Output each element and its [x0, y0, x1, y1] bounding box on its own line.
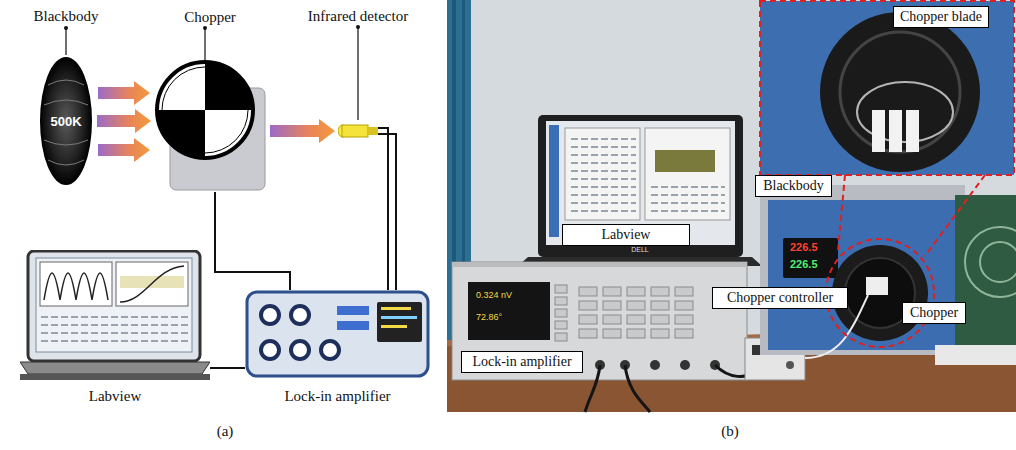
- lockin-symbol: [245, 290, 430, 378]
- signal-wire: [210, 368, 245, 369]
- photo-tag: Chopper blade: [893, 6, 989, 28]
- part-label: Lock-in amplifier: [284, 387, 390, 405]
- signal-wire: [378, 128, 396, 290]
- display-reading: 0.324 nV: [476, 290, 512, 301]
- photo-tag: Chopper controller: [712, 287, 848, 309]
- photo-tag: Blackbody: [755, 175, 832, 197]
- brand-text: DELL: [631, 246, 649, 254]
- laptop-node: Labview: [20, 250, 210, 385]
- laptop-symbol: [20, 250, 210, 385]
- tag-text: Blackbody: [762, 177, 825, 195]
- display-reading: 226.5: [790, 258, 818, 271]
- part-label: Blackbody: [34, 7, 99, 25]
- lockin-node: Lock-in amplifier: [245, 290, 430, 378]
- temperature-label: 500K: [50, 114, 81, 129]
- display-reading: 226.5: [790, 241, 818, 254]
- tag-text: Chopper: [909, 304, 959, 322]
- photo-tag: Lock-in amplifier: [461, 351, 583, 373]
- chopper-wheel: [153, 58, 267, 192]
- radiation-arrow: [270, 119, 335, 143]
- radiation-arrow: [97, 109, 151, 133]
- radiation-arrow-shape: [97, 109, 151, 133]
- part-label: Labview: [89, 387, 141, 405]
- detector-symbol: [338, 122, 378, 140]
- leader-dots: [64, 25, 360, 30]
- wire-path: [210, 367, 245, 369]
- chopper-node: Chopper: [153, 58, 267, 192]
- panel-label: (a): [217, 422, 234, 440]
- panel-label: (b): [721, 422, 739, 440]
- tag-text: Lock-in amplifier: [468, 353, 576, 371]
- photo-tag: Labview: [562, 224, 690, 246]
- photo: [447, 0, 1016, 412]
- tag-text: Chopper controller: [719, 289, 841, 307]
- radiation-arrow-shape: [270, 119, 335, 143]
- signal-wire: [215, 192, 290, 290]
- detector-node: Infrared detector: [338, 122, 378, 140]
- radiation-arrows: [98, 81, 150, 162]
- part-label: Infrared detector: [308, 7, 408, 25]
- part-label: Chopper: [184, 8, 236, 26]
- wire-path: [378, 128, 396, 290]
- blackbody-node: Blackbody500K: [38, 55, 94, 187]
- tag-text: Chopper blade: [900, 8, 982, 26]
- tag-text: Labview: [569, 226, 683, 244]
- display-reading: 72.86°: [476, 312, 502, 323]
- leader-lines: [66, 26, 358, 120]
- photo-tag: Chopper: [902, 302, 966, 324]
- wire-path: [215, 192, 290, 290]
